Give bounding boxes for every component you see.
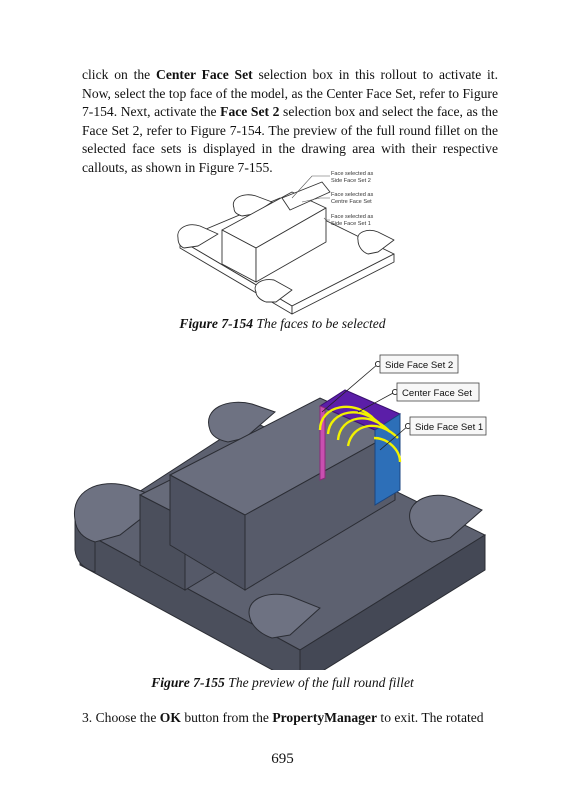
side-face-set-1 <box>374 413 401 506</box>
callout-side-face-set-2 <box>379 354 459 374</box>
callout-side-face-set-1 <box>409 416 487 436</box>
lug-back <box>208 401 276 443</box>
fig154-callout-2-line-2: Centre Face Set <box>331 199 372 205</box>
highlight-center-face <box>281 181 331 211</box>
base-plate-front-right <box>291 253 395 315</box>
caption-155-text: The preview of the full round fillet <box>224 675 414 690</box>
block-front <box>255 207 327 283</box>
caption-155-number: Figure 7-155 <box>151 675 225 690</box>
figure-7-154-caption: Figure 7-154 The faces to be selected <box>0 316 565 332</box>
lug-front <box>254 279 293 303</box>
figure-7-154-drawing: Face selected as Side Face Set 2 Face se… <box>177 171 395 315</box>
para-text-1: click on the <box>82 67 157 82</box>
figure-7-155-drawing: Side Face Set 2 Center Face Set Side Fac… <box>74 354 487 670</box>
fig154-callout-1-line-2: Side Face Set 2 <box>331 178 371 184</box>
lug-left-side <box>74 519 96 573</box>
base-plate-front-right <box>299 534 486 670</box>
step3-text-2: button from the <box>180 710 273 725</box>
fig154-callout-2-line-1: Face selected as <box>331 192 373 198</box>
caption-154-number: Figure 7-154 <box>179 316 254 331</box>
para-text-2: selection box in this rollout to activat… <box>82 67 498 120</box>
fig154-callout-3-line-2: Side Face Set 1 <box>331 221 371 227</box>
block-front <box>244 431 396 591</box>
callout-leaders <box>321 363 409 451</box>
fig155-callout-1: Side Face Set 2 <box>385 360 453 371</box>
step3-bold-ok: OK <box>159 710 181 725</box>
fig154-callout-1-line-1: Face selected as <box>331 171 373 177</box>
page-number: 695 <box>271 751 294 767</box>
figure-7-155-caption: Figure 7-155 The preview of the full rou… <box>0 675 565 691</box>
callout-center-face-set <box>396 382 480 402</box>
figure-7-154: Face selected as Side Face Set 2 Face se… <box>172 168 402 316</box>
step3-text-1: 3. Choose the <box>82 710 160 725</box>
fig154-callout-3-line-1: Face selected as <box>331 214 373 220</box>
lug-front <box>248 593 321 639</box>
fig155-callout-2: Center Face Set <box>402 388 472 399</box>
leader-lines <box>291 175 330 221</box>
step-3-paragraph: 3. Choose the OK button from the Propert… <box>82 710 512 726</box>
caption-154-text: The faces to be selected <box>253 316 386 331</box>
lug-left <box>177 224 219 249</box>
fig155-callout-3: Side Face Set 1 <box>415 422 483 433</box>
fillet-preview <box>318 405 402 463</box>
para-bold-center-face-set: Center Face Set <box>156 67 253 82</box>
step3-text-3: to exit. The rotated <box>377 710 484 725</box>
para-bold-face-set-2: Face Set 2 <box>220 104 280 120</box>
step3-bold-propertymanager: PropertyManager <box>272 710 378 725</box>
lug-right <box>357 229 395 255</box>
lug-right <box>409 494 483 543</box>
para-text-3: selection box and select the face, as th… <box>82 104 498 175</box>
body-paragraph: click on the Center Face Set selection b… <box>82 66 498 178</box>
figure-7-155: Side Face Set 2 Center Face Set Side Fac… <box>70 350 500 670</box>
